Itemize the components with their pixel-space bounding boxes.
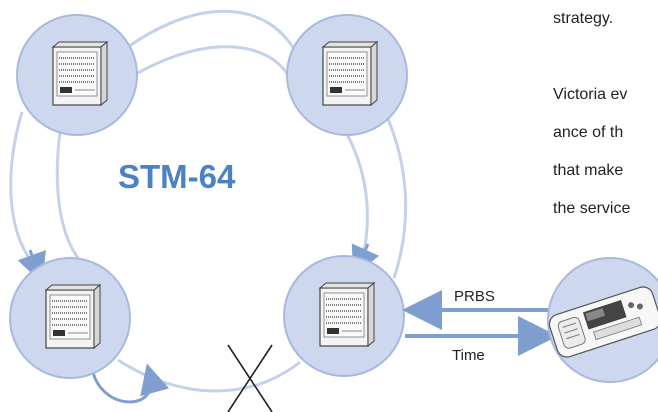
body-text-block: strategy. Victoria ev ance of th that ma… [553, 0, 658, 228]
text-line [553, 38, 658, 76]
fiber-break-mark [227, 344, 273, 412]
prbs-label: PRBS [454, 288, 495, 305]
text-line: ance of th [553, 124, 624, 141]
text-line: strategy. [553, 10, 614, 27]
node-top-left [16, 14, 138, 136]
test-instrument [547, 257, 658, 383]
node-bottom-left [9, 257, 131, 379]
node-top-right [286, 14, 408, 136]
loopback-arrow [90, 363, 170, 404]
ring-label: STM-64 [118, 158, 236, 195]
time-label: Time [452, 347, 485, 364]
text-line: that make [553, 162, 624, 179]
node-bottom-right [283, 255, 405, 377]
text-line: Victoria ev [553, 86, 628, 103]
text-line: the service [553, 200, 631, 217]
